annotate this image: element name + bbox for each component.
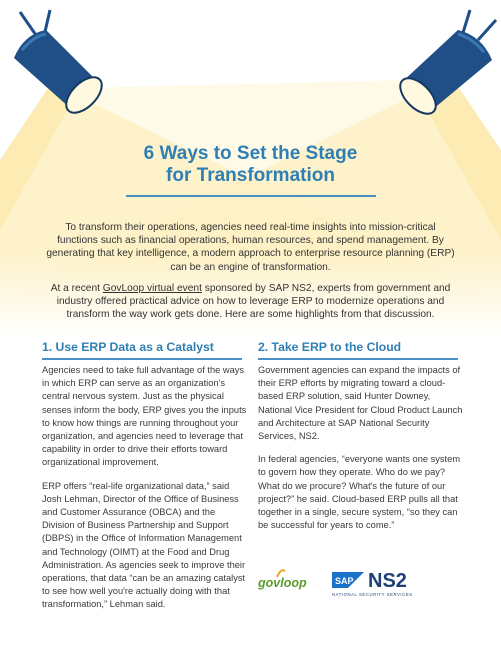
section-2-paragraph-1: Government agencies can expand the impac… (258, 365, 463, 442)
title-divider (126, 195, 376, 197)
title-line-1: 6 Ways to Set the Stage (143, 143, 358, 164)
sponsor-logos: govloop SAP NS2 NATIONAL SECURITY SERVIC… (258, 568, 458, 608)
intro-paragraph-1: To transform their operations, agencies … (46, 222, 455, 273)
sap-logo-text: SAP (335, 576, 354, 586)
section-2-paragraph-2: In federal agencies, “everyone wants one… (258, 454, 461, 531)
left-stage-lamp-icon (14, 9, 103, 114)
sap-logo-icon: SAP (332, 572, 364, 588)
intro-text-before-link: At a recent (50, 283, 103, 294)
title-line-2: for Transformation (166, 165, 335, 186)
section-2: 2. Take ERP to the Cloud Government agen… (258, 340, 466, 542)
intro-text-after-link: sponsored by SAP NS2, experts from gover… (56, 283, 451, 321)
ns2-logo: NS2 (368, 570, 407, 592)
section-1-paragraph-1: Agencies need to take full advantage of … (42, 365, 247, 468)
page-title: 6 Ways to Set the Stage for Transformati… (0, 143, 501, 187)
govloop-logo: govloop (258, 576, 307, 590)
spotlight-illustration (0, 0, 501, 335)
section-1-heading: 1. Use ERP Data as a Catalyst (42, 340, 214, 354)
section-1: 1. Use ERP Data as a Catalyst Agencies n… (42, 340, 250, 622)
govloop-logo-icon (276, 569, 286, 578)
section-1-divider (42, 358, 242, 360)
right-stage-lamp-icon (399, 9, 498, 115)
section-2-divider (258, 358, 458, 360)
section-2-heading: 2. Take ERP to the Cloud (258, 340, 402, 354)
intro-paragraph-2: At a recent GovLoop virtual event sponso… (44, 282, 457, 322)
govloop-event-link[interactable]: GovLoop virtual event (102, 283, 202, 294)
ns2-logo-subtitle: NATIONAL SECURITY SERVICES (332, 592, 413, 597)
section-1-paragraph-2: ERP offers “real-life organizational dat… (42, 480, 246, 610)
